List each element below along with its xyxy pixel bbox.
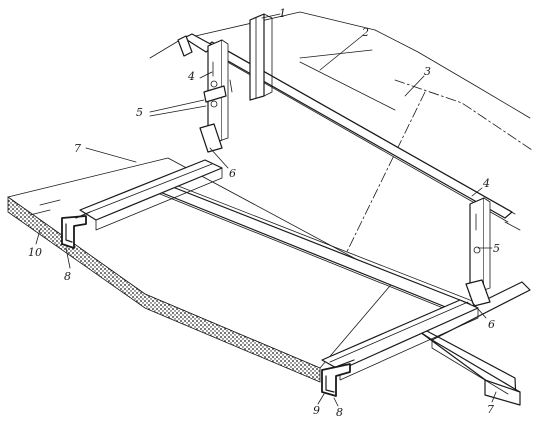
t-profile-beam (419, 281, 531, 406)
vertical-post (249, 13, 273, 101)
leader-lines (35, 13, 497, 407)
callout-7-left: 7 (74, 142, 81, 155)
callout-2: 2 (361, 26, 369, 39)
clip-profile-right (321, 359, 355, 397)
callouts: 1 2 3 4 4 5 5 6 6 7 7 8 8 9 10 (28, 7, 500, 419)
hanger-right (465, 197, 491, 307)
callout-8-left: 8 (64, 270, 71, 283)
callout-10: 10 (28, 246, 42, 259)
callout-6-right: 6 (488, 318, 495, 331)
callout-8-right: 8 (336, 406, 343, 419)
cross-rail-left (79, 159, 223, 231)
callout-5-left: 5 (136, 106, 143, 119)
callout-9: 9 (313, 404, 320, 417)
hanger-left (199, 39, 229, 153)
upper-slab (149, 11, 531, 119)
axis-line (337, 79, 533, 271)
callout-1: 1 (279, 7, 286, 20)
callout-6-left: 6 (229, 167, 236, 180)
top-rail-stub (177, 35, 193, 57)
callout-4-left: 4 (187, 70, 195, 83)
callout-5-right: 5 (493, 242, 500, 255)
callout-4-right: 4 (482, 177, 490, 190)
callout-7-right: 7 (487, 403, 494, 416)
clip-profile-left (61, 211, 91, 249)
callout-3: 3 (424, 65, 431, 78)
